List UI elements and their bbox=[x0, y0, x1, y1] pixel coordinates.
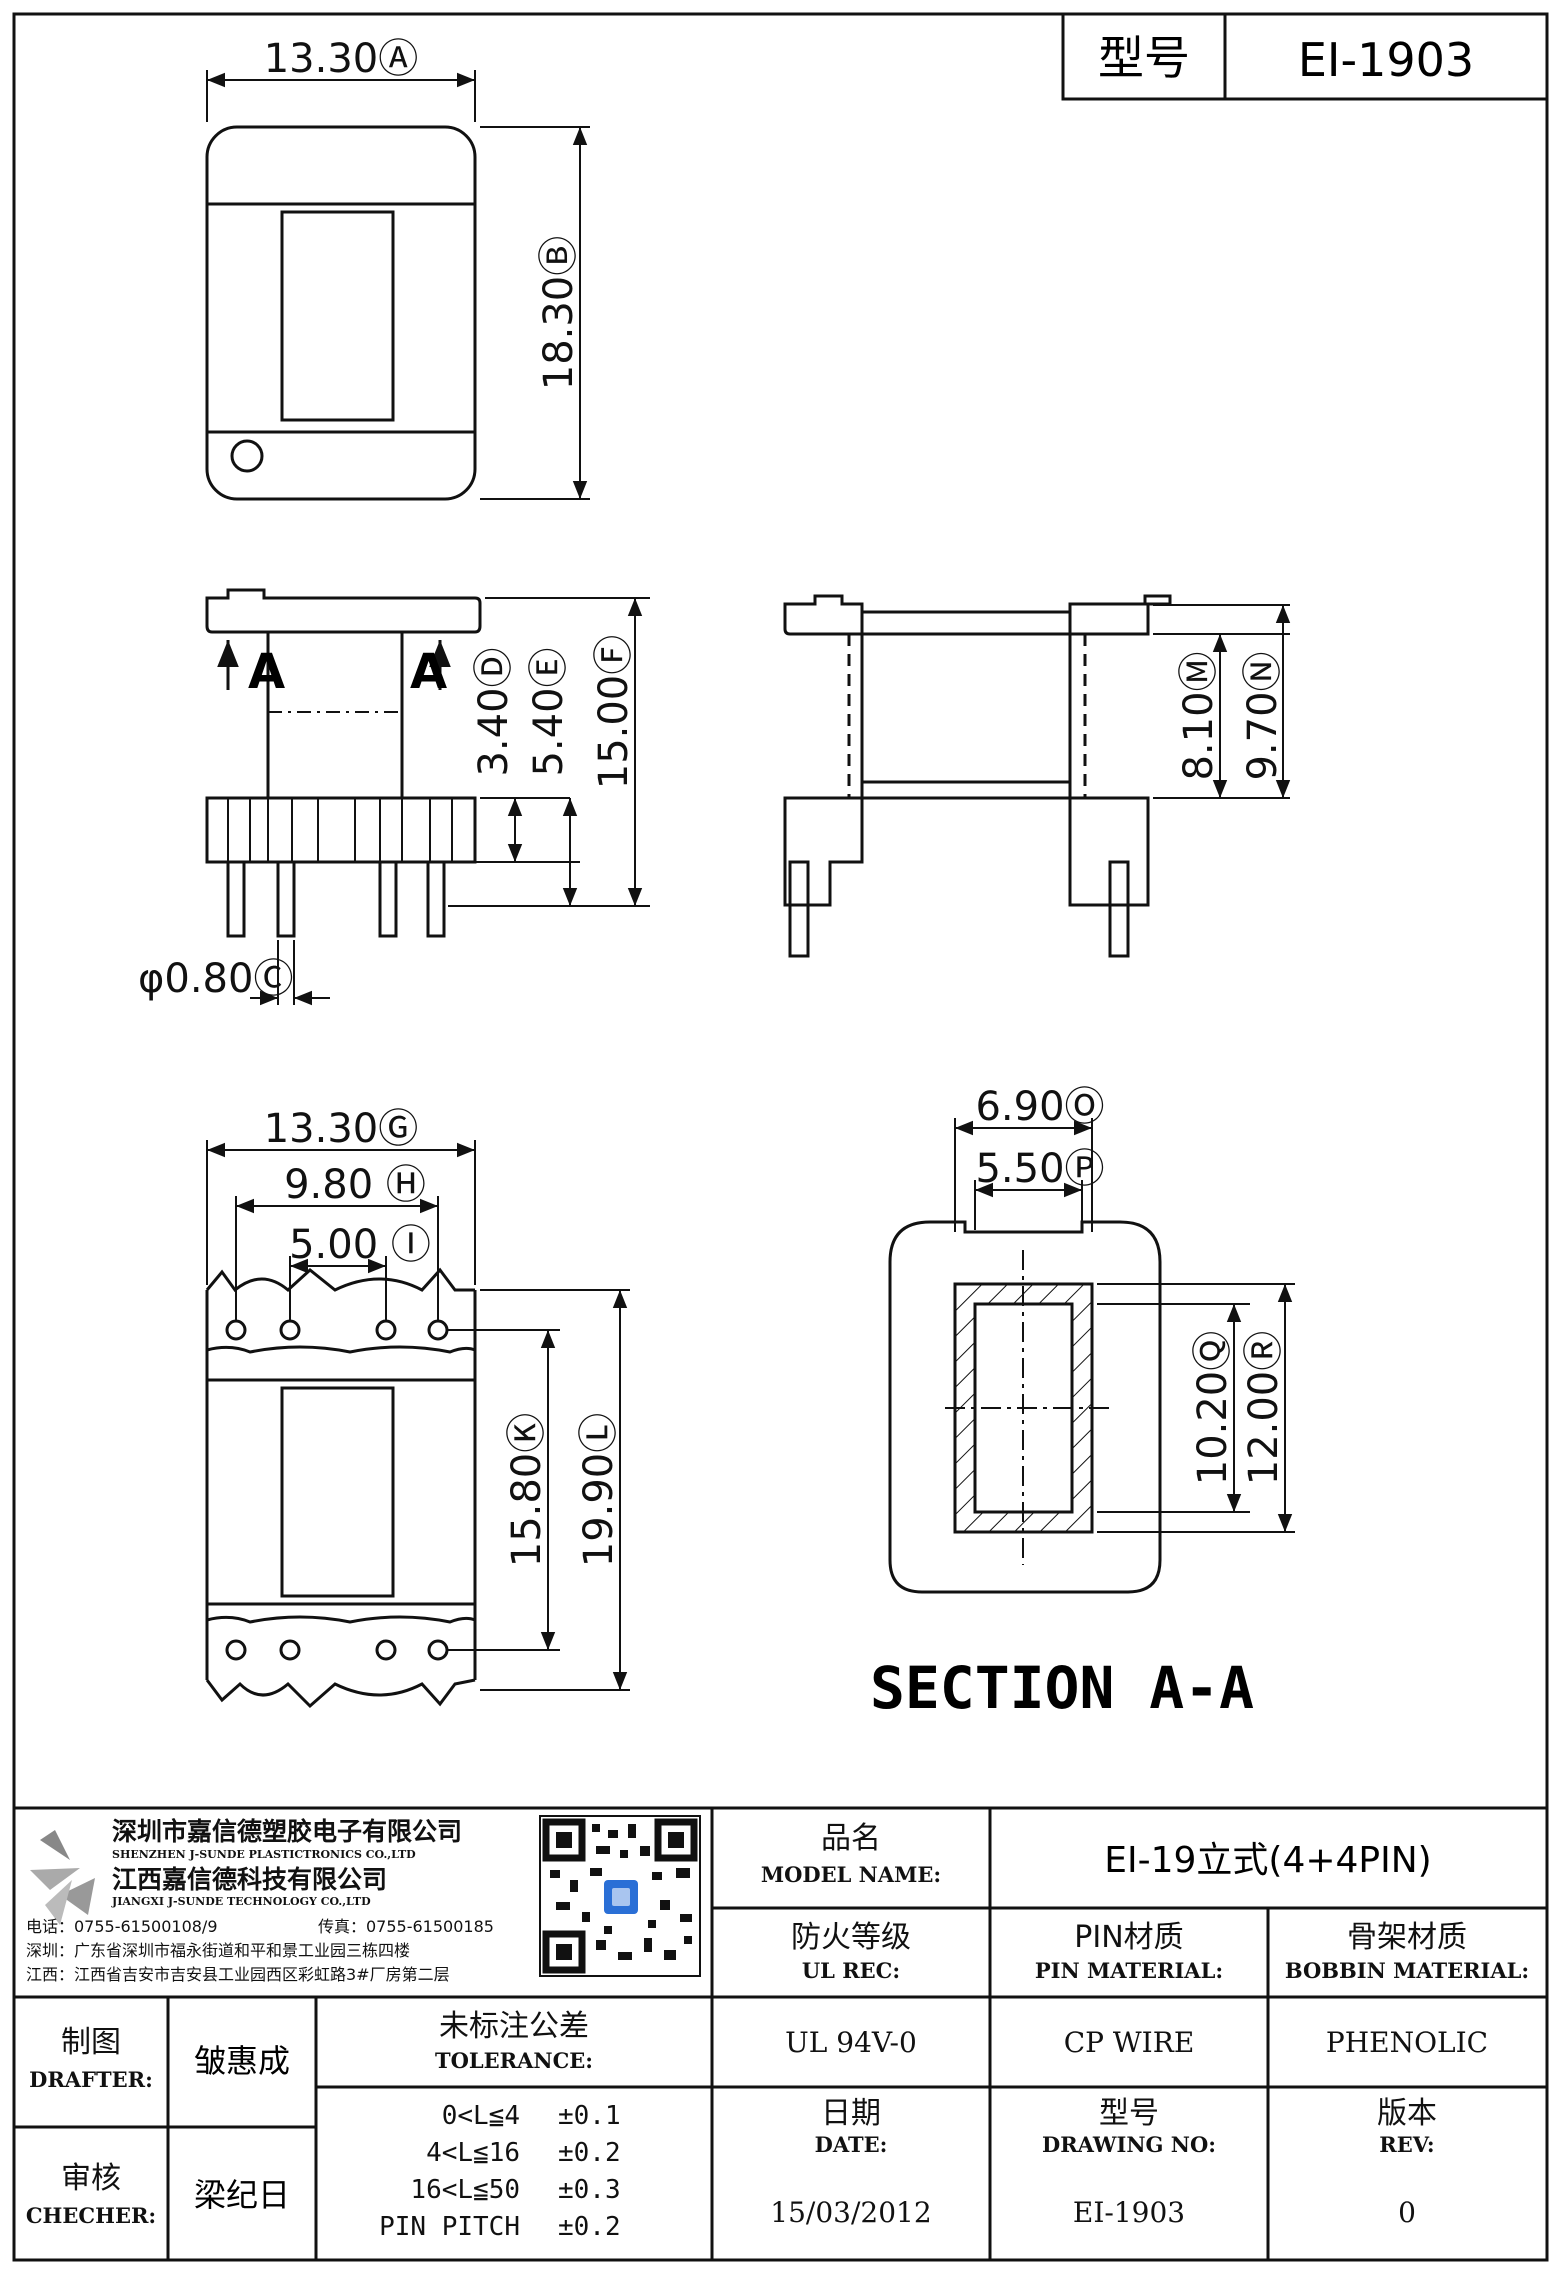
dim-g: 13.30Ⓖ bbox=[264, 1106, 419, 1152]
tolerance-range-0: 0<L≦4 bbox=[442, 2101, 520, 2131]
company-name-en-1: SHENZHEN J-SUNDE PLASTICTRONICS CO.,LTD bbox=[112, 1848, 416, 1861]
dim-c: φ0.80Ⓒ bbox=[138, 956, 293, 1002]
company-tel: 电话：0755-61500108/9 bbox=[26, 1917, 218, 1936]
dim-m: 8.10Ⓜ bbox=[1176, 651, 1222, 780]
dim-k: 15.80Ⓚ bbox=[504, 1413, 550, 1568]
top-view bbox=[205, 70, 590, 501]
dim-p: 5.50Ⓟ bbox=[975, 1146, 1104, 1192]
dim-e: 5.40Ⓔ bbox=[526, 647, 572, 776]
date-value: 15/03/2012 bbox=[770, 2196, 931, 2229]
bottom-view bbox=[205, 1140, 630, 1709]
pin-cn: PIN材质 bbox=[1074, 1920, 1183, 1955]
title-block-lines bbox=[14, 1806, 1547, 2260]
rev-cn: 版本 bbox=[1377, 2096, 1437, 2131]
drafter-cn: 制图 bbox=[61, 2025, 121, 2060]
bobbin-cn: 骨架材质 bbox=[1347, 1920, 1467, 1955]
tolerance-range-1: 4<L≦16 bbox=[426, 2138, 520, 2168]
bobbin-en: BOBBIN MATERIAL: bbox=[1285, 1958, 1529, 1983]
dim-b: 18.30Ⓑ bbox=[536, 236, 582, 391]
company-addr-sz: 深圳：广东省深圳市福永街道和平和景工业园三栋四楼 bbox=[26, 1941, 410, 1960]
pin-en: PIN MATERIAL: bbox=[1035, 1958, 1223, 1983]
drafter-en: DRAFTER: bbox=[29, 2067, 153, 2092]
rev-en: REV: bbox=[1379, 2132, 1434, 2157]
drawing-value: EI-1903 bbox=[1073, 2196, 1185, 2229]
tolerance-value-0: ±0.1 bbox=[558, 2101, 621, 2131]
section-mark-right: A bbox=[410, 644, 447, 700]
rev-value: 0 bbox=[1398, 2196, 1416, 2229]
company-name-cn-1: 深圳市嘉信德塑胶电子有限公司 bbox=[112, 1817, 462, 1846]
header-model-box: 型号 EI-1903 bbox=[1061, 12, 1549, 101]
ul-en: UL REC: bbox=[802, 1958, 900, 1983]
company-logo bbox=[30, 1830, 95, 1925]
tolerance-value-2: ±0.3 bbox=[558, 2175, 621, 2205]
company-name-en-2: JIANGXI J-SUNDE TECHNOLOGY CO.,LTD bbox=[111, 1895, 371, 1908]
dim-q: 10.20Ⓠ bbox=[1190, 1331, 1236, 1486]
model-name-en: MODEL NAME: bbox=[761, 1862, 941, 1887]
dim-h: 9.80 Ⓗ bbox=[284, 1162, 426, 1208]
date-en: DATE: bbox=[815, 2132, 888, 2157]
drawing-en: DRAWING NO: bbox=[1042, 2132, 1216, 2157]
checker-name: 梁纪日 bbox=[194, 2176, 290, 2214]
company-name-cn-2: 江西嘉信德科技有限公司 bbox=[112, 1865, 387, 1894]
ul-cn: 防火等级 bbox=[791, 1920, 911, 1955]
tolerance-cn: 未标注公差 bbox=[439, 2009, 589, 2044]
tolerance-en: TOLERANCE: bbox=[435, 2048, 593, 2073]
sheet-border bbox=[12, 12, 1549, 2262]
model-name-cn: 品名 bbox=[821, 1821, 881, 1856]
tolerance-range-3: PIN PITCH bbox=[379, 2212, 520, 2242]
checker-cn: 审核 bbox=[61, 2161, 121, 2196]
tolerance-value-1: ±0.2 bbox=[558, 2138, 621, 2168]
dim-i: 5.00 Ⓘ bbox=[289, 1222, 431, 1268]
side-view bbox=[783, 594, 1291, 958]
section-view bbox=[888, 1118, 1295, 1594]
checker-en: CHECHER: bbox=[26, 2203, 156, 2228]
dim-r: 12.00Ⓡ bbox=[1241, 1331, 1287, 1486]
dim-o: 6.90Ⓞ bbox=[975, 1084, 1104, 1130]
dim-n: 9.70Ⓝ bbox=[1240, 651, 1286, 780]
date-cn: 日期 bbox=[821, 2096, 881, 2131]
dim-f: 15.00Ⓕ bbox=[591, 635, 637, 790]
pin-value: CP WIRE bbox=[1064, 2026, 1195, 2059]
drafter-name: 皱惠成 bbox=[194, 2042, 290, 2080]
front-view bbox=[205, 588, 650, 1006]
tolerance-range-2: 16<L≦50 bbox=[410, 2175, 520, 2205]
header-label: 型号 bbox=[1098, 31, 1190, 85]
dim-d: 3.40Ⓓ bbox=[471, 647, 517, 776]
drawing-cn: 型号 bbox=[1099, 2096, 1159, 2131]
header-model: EI-1903 bbox=[1298, 33, 1474, 87]
bobbin-value: PHENOLIC bbox=[1326, 2026, 1488, 2059]
ul-value: UL 94V-0 bbox=[785, 2026, 917, 2059]
model-name-value: EI-19立式(4+4PIN) bbox=[1104, 1840, 1431, 1881]
section-title: SECTION A-A bbox=[870, 1654, 1254, 1722]
qr-code-icon bbox=[539, 1815, 701, 1977]
company-fax: 传真：0755-61500185 bbox=[318, 1917, 494, 1936]
tolerance-value-3: ±0.2 bbox=[558, 2212, 621, 2242]
dim-l: 19.90Ⓛ bbox=[576, 1413, 622, 1568]
company-addr-jx: 江西：江西省吉安市吉安县工业园西区彩虹路3#厂房第二层 bbox=[26, 1965, 450, 1984]
section-mark-left: A bbox=[248, 644, 285, 700]
dim-a: 13.30Ⓐ bbox=[264, 36, 419, 82]
